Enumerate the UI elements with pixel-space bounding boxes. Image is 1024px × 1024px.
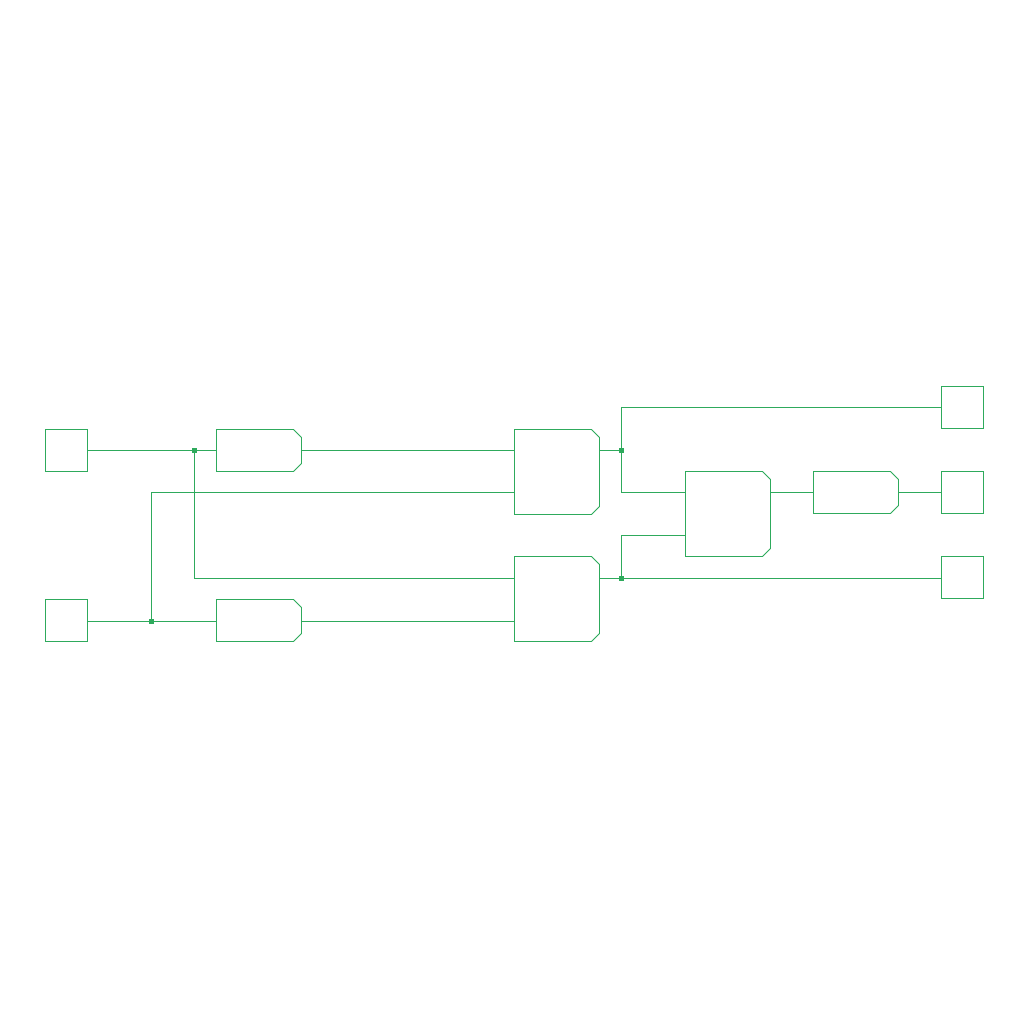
- wire-input2-to-gate1: [151, 492, 515, 622]
- buffer-1: [216, 429, 302, 472]
- output-1-terminal: [941, 386, 984, 429]
- gate-2: [514, 556, 600, 642]
- wire-layer: [87, 407, 942, 622]
- output-3-terminal: [941, 556, 984, 599]
- junction-gate2-out: [619, 576, 624, 581]
- wire-input1-to-gate2: [194, 450, 515, 579]
- wire-gate1-to-gate3: [621, 450, 686, 493]
- input-1-terminal: [45, 429, 88, 472]
- junction-input1: [192, 448, 197, 453]
- buffer-3: [813, 471, 899, 514]
- output-2-terminal: [941, 471, 984, 514]
- wire-gate1-to-output1: [621, 407, 942, 451]
- node-layer: [45, 386, 984, 642]
- junction-input2: [149, 619, 154, 624]
- input-2-terminal: [45, 599, 88, 642]
- gate-1: [514, 429, 600, 515]
- junction-gate1-out: [619, 448, 624, 453]
- gate-3: [685, 471, 771, 557]
- buffer-2: [216, 599, 302, 642]
- junction-layer: [149, 448, 624, 624]
- wire-gate2-to-gate3: [621, 535, 686, 579]
